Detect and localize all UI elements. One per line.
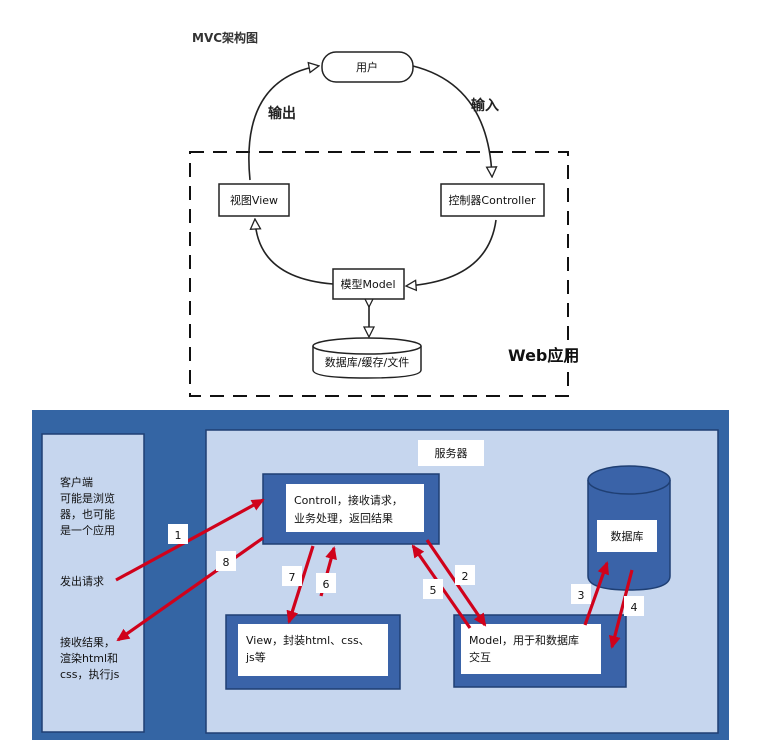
input-arrow <box>412 65 492 176</box>
client-line-1: 客户端 <box>60 475 93 489</box>
output-arrow <box>248 66 318 181</box>
step-5-box <box>423 579 443 599</box>
request-flow-diagram: 客户端 可能是浏览 器，也可能 是一个应用 发出请求 接收结果， 渲染html和… <box>32 410 729 740</box>
view-text-box <box>238 624 388 676</box>
step-7-label: 7 <box>289 571 296 584</box>
flow-arrow-3 <box>583 561 609 626</box>
controller-to-model-arrow <box>407 219 497 286</box>
client-line-4: 是一个应用 <box>60 523 115 537</box>
step-4-box <box>624 596 644 616</box>
view-label: 视图View <box>230 193 278 207</box>
step-1-box <box>168 524 188 544</box>
user-label: 用户 <box>356 60 378 74</box>
flow-arrow-4 <box>608 569 634 649</box>
view-line-1: View，封装html、css、 <box>246 633 370 647</box>
step-8-label: 8 <box>223 556 230 569</box>
database-label-box <box>597 520 657 552</box>
user-node <box>321 51 414 83</box>
receive-description: 接收结果， 渲染html和 css，执行js <box>60 635 122 681</box>
model-line-1: Model，用于和数据库 <box>469 633 579 647</box>
model-description: Model，用于和数据库 交互 <box>469 633 583 664</box>
step-3-label: 3 <box>578 589 585 602</box>
model-label: 模型Model <box>340 277 395 291</box>
step-6-label: 6 <box>323 578 330 591</box>
client-line-2: 可能是浏览 <box>60 491 115 505</box>
controller-node <box>440 183 545 217</box>
step-3-box <box>571 584 591 604</box>
model-text-box <box>461 624 601 674</box>
step-2-label: 2 <box>462 570 469 583</box>
diagram-title: MVC架构图 <box>192 30 258 45</box>
client-description: 客户端 可能是浏览 器，也可能 是一个应用 <box>60 475 119 537</box>
step-4-label: 4 <box>631 601 638 614</box>
input-label: 输入 <box>471 97 499 114</box>
storage-label: 数据库/缓存/文件 <box>325 355 409 369</box>
client-line-3: 器，也可能 <box>60 507 115 521</box>
model-node <box>332 268 405 300</box>
view-description: View，封装html、css、 js等 <box>245 633 373 664</box>
step-1-label: 1 <box>175 529 182 542</box>
storage-node <box>312 337 422 379</box>
flow-arrow-8 <box>116 536 264 642</box>
model-line-2: 交互 <box>469 650 491 664</box>
controller-line-1: Controll，接收请求， <box>294 493 403 507</box>
server-label-box <box>418 440 484 466</box>
controller-description: Controll，接收请求， 业务处理，返回结果 <box>294 493 406 525</box>
model-to-view-arrow <box>255 220 334 285</box>
mvc-architecture-diagram: MVC架构图 用户 输出 输入 视图View 控制器Controller 模型M… <box>189 30 579 397</box>
step-5-label: 5 <box>430 584 437 597</box>
controller-label: 控制器Controller <box>448 193 536 207</box>
receive-line-1: 接收结果， <box>60 635 115 649</box>
database-label: 数据库 <box>611 529 644 543</box>
controller-line-2: 业务处理，返回结果 <box>294 512 393 525</box>
web-app-boundary <box>189 151 569 397</box>
view-node <box>218 183 290 217</box>
controller-text-box <box>286 484 424 532</box>
view-line-2: js等 <box>245 650 266 664</box>
receive-line-3: css，执行js <box>60 667 120 681</box>
client-panel <box>41 433 145 733</box>
step-2-box <box>455 565 475 585</box>
step-6-box <box>316 573 336 593</box>
send-request-label: 发出请求 <box>60 574 104 588</box>
step-7-box <box>282 566 302 586</box>
web-app-label: Web应用 <box>508 346 579 365</box>
flow-arrow-1 <box>115 498 265 582</box>
output-label: 输出 <box>268 105 296 122</box>
server-label: 服务器 <box>435 447 468 460</box>
step-8-box <box>216 551 236 571</box>
receive-line-2: 渲染html和 <box>60 651 118 665</box>
